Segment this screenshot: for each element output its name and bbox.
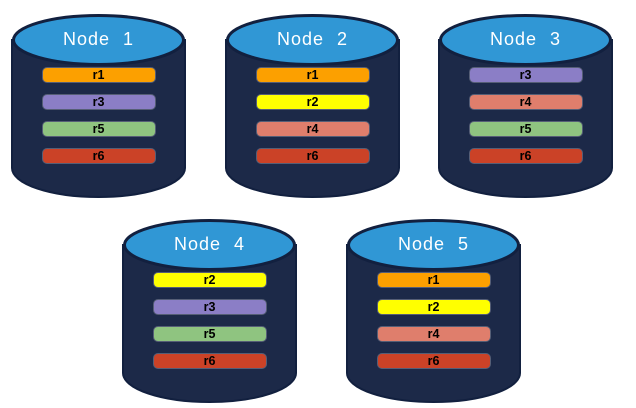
replica-label: r6 bbox=[92, 148, 105, 163]
replica-bar: r5 bbox=[153, 326, 266, 341]
replica-list: r1 r2 r4 r6 bbox=[377, 272, 490, 381]
replica-bar: r1 bbox=[42, 67, 155, 82]
replica-bar: r6 bbox=[256, 148, 369, 163]
replica-label: r6 bbox=[519, 148, 532, 163]
replica-label: r5 bbox=[519, 121, 532, 136]
replica-bar: r2 bbox=[153, 272, 266, 287]
replica-bar: r1 bbox=[377, 272, 490, 287]
replica-bar: r6 bbox=[42, 148, 155, 163]
node-title: Node 5 bbox=[397, 234, 470, 254]
replica-bar: r5 bbox=[42, 121, 155, 136]
replica-list: r2 r3 r5 r6 bbox=[153, 272, 266, 381]
database-node: Node 2 r1 r2 r4 r6 bbox=[224, 12, 401, 200]
replica-label: r3 bbox=[92, 94, 105, 109]
replica-label: r4 bbox=[519, 94, 532, 109]
replica-label: r2 bbox=[203, 272, 216, 287]
replica-bar: r5 bbox=[469, 121, 582, 136]
replica-bar: r6 bbox=[153, 353, 266, 368]
replica-label: r1 bbox=[427, 272, 440, 287]
replica-bar: r3 bbox=[42, 94, 155, 109]
replica-label: r2 bbox=[427, 299, 440, 314]
node-title: Node 2 bbox=[276, 29, 349, 49]
replica-bar: r3 bbox=[153, 299, 266, 314]
replica-bar: r4 bbox=[377, 326, 490, 341]
replica-label: r6 bbox=[427, 353, 440, 368]
replica-bar: r1 bbox=[256, 67, 369, 82]
database-node: Node 4 r2 r3 r5 r6 bbox=[121, 217, 298, 405]
replica-label: r1 bbox=[306, 67, 319, 82]
node-title: Node 1 bbox=[62, 29, 135, 49]
node-title: Node 4 bbox=[173, 234, 246, 254]
replica-bar: r2 bbox=[377, 299, 490, 314]
replica-label: r1 bbox=[92, 67, 105, 82]
replica-list: r1 r3 r5 r6 bbox=[42, 67, 155, 176]
replica-label: r5 bbox=[203, 326, 216, 341]
replica-label: r2 bbox=[306, 94, 319, 109]
replica-label: r6 bbox=[306, 148, 319, 163]
replica-bar: r4 bbox=[256, 121, 369, 136]
database-node: Node 5 r1 r2 r4 r6 bbox=[345, 217, 522, 405]
replica-list: r1 r2 r4 r6 bbox=[256, 67, 369, 176]
database-node: Node 1 r1 r3 r5 r6 bbox=[10, 12, 187, 200]
node-title: Node 3 bbox=[489, 29, 562, 49]
replica-label: r3 bbox=[519, 67, 532, 82]
replica-label: r5 bbox=[92, 121, 105, 136]
replica-label: r4 bbox=[306, 121, 319, 136]
replica-bar: r6 bbox=[469, 148, 582, 163]
replica-list: r3 r4 r5 r6 bbox=[469, 67, 582, 176]
replica-label: r4 bbox=[427, 326, 440, 341]
replica-bar: r2 bbox=[256, 94, 369, 109]
replica-bar: r3 bbox=[469, 67, 582, 82]
replica-bar: r4 bbox=[469, 94, 582, 109]
replica-bar: r6 bbox=[377, 353, 490, 368]
replica-label: r3 bbox=[203, 299, 216, 314]
database-node: Node 3 r3 r4 r5 r6 bbox=[437, 12, 614, 200]
replica-label: r6 bbox=[203, 353, 216, 368]
